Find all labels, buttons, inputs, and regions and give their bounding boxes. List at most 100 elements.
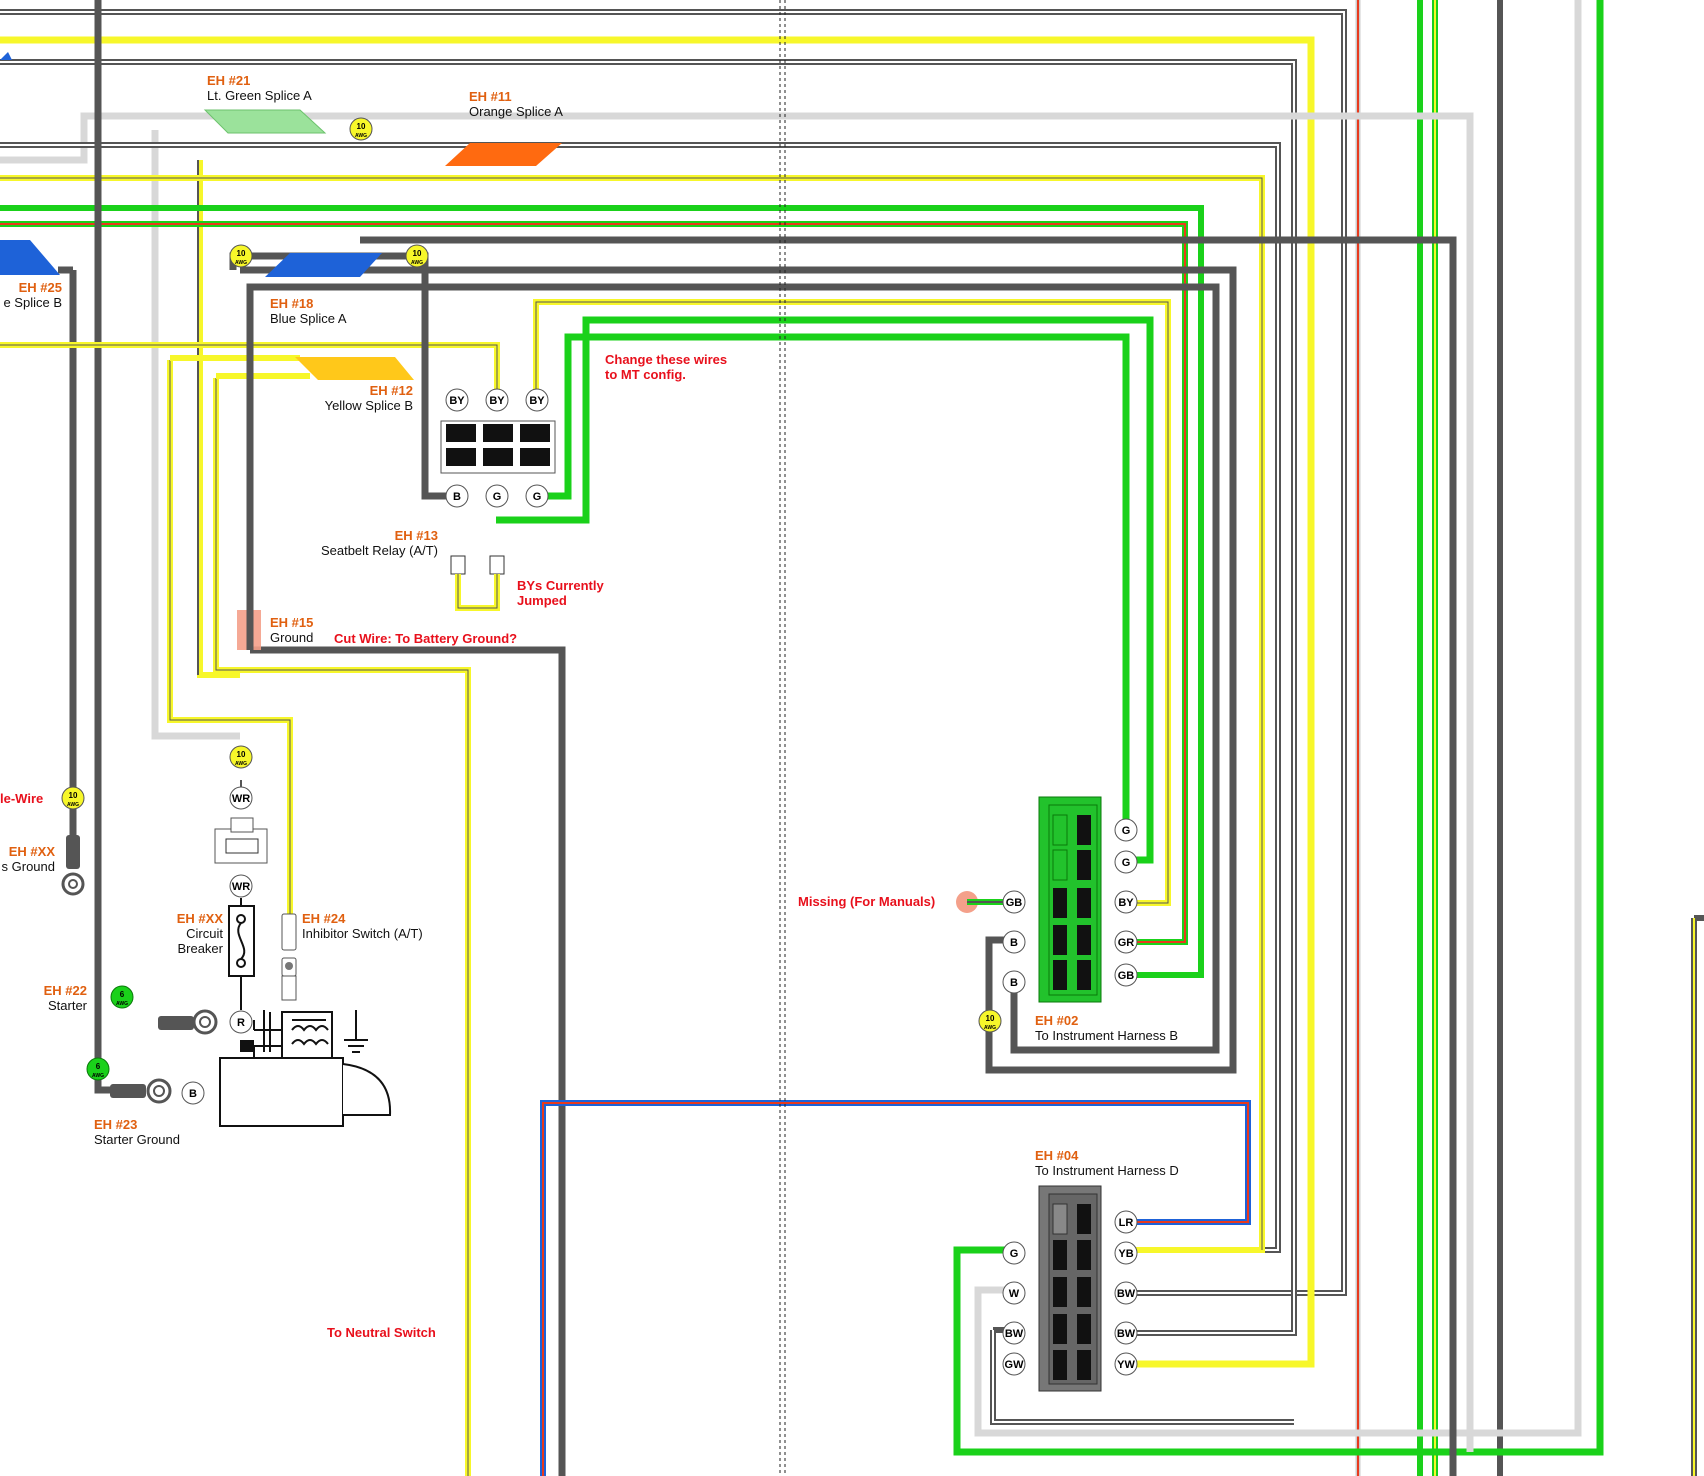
label-id: EH #12 [369, 383, 413, 398]
pin-badge: BY [485, 388, 509, 412]
svg-text:BY: BY [449, 395, 465, 407]
note-line: BYs Currently [517, 578, 604, 593]
blue-splice-top-left [0, 52, 12, 60]
blue-splice-b-shape [0, 240, 60, 275]
pin-badge: R [229, 1010, 253, 1034]
eh12-connector [440, 420, 556, 474]
svg-text:AWG: AWG [116, 1001, 128, 1007]
pin-badge: BY [445, 388, 469, 412]
svg-text:LR: LR [1119, 1217, 1134, 1229]
svg-text:GW: GW [1005, 1359, 1025, 1371]
svg-text:AWG: AWG [235, 761, 247, 767]
svg-text:AWG: AWG [67, 802, 79, 808]
inhibitor-switch-symbol [281, 913, 297, 1001]
svg-text:10: 10 [986, 1014, 995, 1023]
svg-text:WR: WR [232, 881, 250, 893]
pin-badge: G [1002, 1241, 1026, 1265]
svg-text:BW: BW [1005, 1328, 1024, 1340]
svg-text:10: 10 [413, 249, 422, 258]
wire-light-gray-w [0, 112, 1474, 1452]
label-name: Ground [270, 630, 314, 645]
svg-text:AWG: AWG [235, 260, 247, 266]
svg-text:GR: GR [1118, 937, 1135, 949]
note-fusible: le-Wire [0, 791, 44, 806]
svg-text:B: B [453, 491, 461, 503]
wire-ground-to-neutral [250, 646, 566, 1476]
svg-text:AWG: AWG [984, 1025, 996, 1031]
svg-text:AWG: AWG [411, 260, 423, 266]
note-line: Jumped [517, 593, 567, 608]
wire-yellow-splice-b-bus [0, 342, 500, 1476]
pin-badge: BW [1002, 1321, 1026, 1345]
pin-badge: B [1002, 970, 1026, 994]
label-id: EH #02 [1035, 1013, 1079, 1028]
svg-text:G: G [533, 491, 542, 503]
starter-motor-symbol [219, 1010, 392, 1127]
label-eh25: EH #25 e Splice B [0, 280, 62, 310]
svg-text:B: B [189, 1088, 197, 1100]
pin-badge: G [1114, 850, 1138, 874]
label-eh04: EH #04 To Instrument Harness D [1035, 1148, 1179, 1178]
wire-top-yellow-yw [0, 36, 1315, 1368]
label-id: EH #22 [43, 983, 87, 998]
pin-badge: WR [229, 874, 253, 898]
label-name: e Splice B [3, 295, 62, 310]
seatbelt-relay-jumper [450, 555, 505, 611]
svg-text:GB: GB [1118, 970, 1135, 982]
svg-text:W: W [1009, 1288, 1020, 1300]
label-eh12: EH #12 Yellow Splice B [300, 383, 413, 413]
svg-text:AWG: AWG [355, 133, 367, 139]
label-name: Starter Ground [94, 1132, 180, 1147]
svg-text:BW: BW [1117, 1288, 1136, 1300]
orange-splice-a-shape [445, 143, 562, 166]
svg-text:10: 10 [357, 122, 366, 131]
note-line: to MT config. [605, 367, 686, 382]
label-eh21: EH #21 Lt. Green Splice A [207, 73, 312, 103]
svg-text:BW: BW [1117, 1328, 1136, 1340]
svg-text:GB: GB [1006, 897, 1023, 909]
note-line: Change these wires [605, 352, 728, 367]
ground-lugs [61, 815, 218, 1104]
splices [0, 52, 562, 380]
svg-text:10: 10 [237, 750, 246, 759]
wire-dark-gray-big-right [360, 236, 1457, 1476]
pin-badge: WR [229, 786, 253, 810]
eh02-connector [1038, 796, 1102, 1003]
label-name: To Instrument Harness B [1035, 1028, 1179, 1043]
lt-green-splice-a-shape [203, 109, 327, 134]
pin-badges: BY BY BY B G G WR WR R B G G BY GR GB GB… [181, 388, 1138, 1376]
svg-text:G: G [1122, 857, 1131, 869]
note-change-wires: Change these wires to MT config. [605, 352, 727, 382]
label-name: Breaker [177, 941, 223, 956]
svg-text:BY: BY [489, 395, 505, 407]
pin-badge: BY [1114, 890, 1138, 914]
wire-blue-red-lr [540, 1100, 1251, 1476]
pin-badge: G [525, 484, 549, 508]
yellow-splice-b-shape [295, 357, 414, 380]
wire-far-right-green-yellow [953, 0, 1704, 1476]
pin-badge: G [485, 484, 509, 508]
label-eh24: EH #24 Inhibitor Switch (A/T) [302, 911, 423, 941]
svg-text:WR: WR [232, 793, 250, 805]
svg-text:AWG: AWG [92, 1073, 104, 1079]
fusible-link-connector [214, 780, 268, 864]
label-id: EH #24 [302, 911, 346, 926]
label-name: Seatbelt Relay (A/T) [320, 543, 438, 558]
wire-green-gb [0, 205, 1204, 978]
pin-badge: GB [1114, 963, 1138, 987]
svg-text:G: G [1122, 825, 1131, 837]
pin-badge: GW [1002, 1352, 1026, 1376]
label-name: Starter [47, 998, 87, 1013]
label-name: Inhibitor Switch (A/T) [302, 926, 423, 941]
wire-top-dark-gray-bw1 [0, 9, 1347, 1296]
svg-text:10: 10 [69, 791, 78, 800]
